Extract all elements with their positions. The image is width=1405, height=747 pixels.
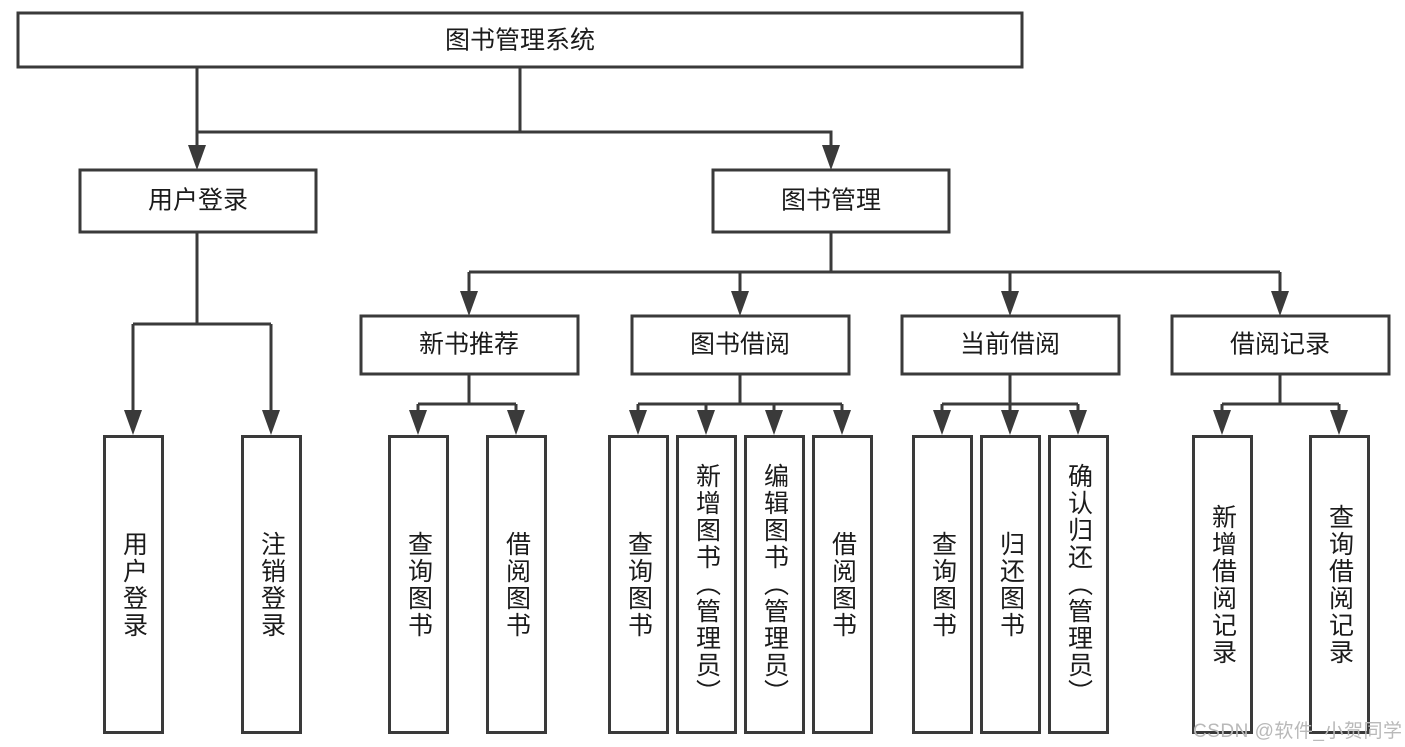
node-book-manage-label: 图书管理	[781, 187, 881, 215]
leaf-label-borrowrecord-query: 查询借阅记录	[1325, 503, 1354, 666]
leaf-label-bookborrow-query: 查询图书	[624, 530, 653, 639]
leaf-box-logout[interactable]: 注销登录	[241, 435, 302, 734]
leaf-box-borrowrecord-add[interactable]: 新增借阅记录	[1192, 435, 1253, 734]
arrow-to-currentborrow-leaf-2	[1001, 410, 1019, 435]
leaf-label-newbook-borrow: 借阅图书	[502, 530, 531, 639]
arrow-to-bookborrow-leaf-4	[833, 410, 851, 435]
arrow-to-newbook-leaf-1	[409, 410, 427, 435]
node-book-borrow[interactable]: 图书借阅	[630, 314, 851, 376]
leaf-label-bookborrow-add: 新增图书（管理员）	[692, 463, 721, 706]
leaf-label-currentborrow-return: 归还图书	[996, 530, 1025, 639]
leaf-box-newbook-borrow[interactable]: 借阅图书	[486, 435, 547, 734]
node-book-manage[interactable]: 图书管理	[711, 168, 951, 234]
node-borrow-record-label: 借阅记录	[1230, 331, 1330, 359]
node-user-login-box[interactable]	[78, 168, 318, 234]
node-current-borrow-label: 当前借阅	[960, 331, 1060, 359]
node-new-book-recommend[interactable]: 新书推荐	[359, 314, 580, 376]
arrow-to-borrow-record	[1271, 291, 1289, 316]
arrow-to-book-manage	[822, 145, 840, 170]
arrow-to-borrowrecord-leaf-1	[1213, 410, 1231, 435]
leaf-box-newbook-query[interactable]: 查询图书	[388, 435, 449, 734]
node-new-book-recommend-box[interactable]	[359, 314, 580, 376]
node-user-login[interactable]: 用户登录	[78, 168, 318, 234]
node-root-box[interactable]	[16, 11, 1024, 69]
arrow-to-leaf-logout	[262, 410, 280, 435]
arrow-to-book-borrow	[731, 291, 749, 316]
node-user-login-label: 用户登录	[148, 187, 248, 215]
arrow-to-currentborrow-leaf-1	[933, 410, 951, 435]
leaf-box-currentborrow-return[interactable]: 归还图书	[980, 435, 1041, 734]
node-book-manage-box[interactable]	[711, 168, 951, 234]
leaf-label-bookborrow-borrow: 借阅图书	[828, 530, 857, 639]
arrow-to-bookborrow-leaf-3	[765, 410, 783, 435]
leaf-box-bookborrow-add[interactable]: 新增图书（管理员）	[676, 435, 737, 734]
arrow-to-user-login	[188, 145, 206, 170]
node-borrow-record[interactable]: 借阅记录	[1170, 314, 1391, 376]
leaf-label-newbook-query: 查询图书	[404, 530, 433, 639]
node-current-borrow-box[interactable]	[900, 314, 1121, 376]
node-root[interactable]: 图书管理系统	[16, 11, 1024, 69]
leaf-label-currentborrow-query: 查询图书	[928, 530, 957, 639]
leaf-box-currentborrow-confirm[interactable]: 确认归还（管理员）	[1048, 435, 1109, 734]
arrow-to-newbook-leaf-2	[507, 410, 525, 435]
leaf-box-bookborrow-borrow[interactable]: 借阅图书	[812, 435, 873, 734]
node-new-book-recommend-label: 新书推荐	[419, 331, 519, 359]
leaf-box-bookborrow-edit[interactable]: 编辑图书（管理员）	[744, 435, 805, 734]
csdn-watermark: CSDN @软件_小贺同学	[1193, 721, 1403, 742]
leaf-label-logout: 注销登录	[257, 530, 286, 639]
node-book-borrow-box[interactable]	[630, 314, 851, 376]
connector-layer	[124, 67, 1348, 435]
connector-root-stem	[195, 67, 833, 154]
arrow-to-bookborrow-leaf-2	[697, 410, 715, 435]
leaf-label-bookborrow-edit: 编辑图书（管理员）	[760, 463, 789, 706]
node-root-label: 图书管理系统	[445, 27, 595, 55]
leaf-box-user-login[interactable]: 用户登录	[103, 435, 164, 734]
arrow-to-borrowrecord-leaf-2	[1330, 410, 1348, 435]
arrow-to-new-book-recommend	[460, 291, 478, 316]
leaf-label-currentborrow-confirm: 确认归还（管理员）	[1064, 463, 1093, 706]
leaf-box-currentborrow-query[interactable]: 查询图书	[912, 435, 973, 734]
leaf-label-user-login: 用户登录	[119, 530, 148, 639]
arrow-to-currentborrow-leaf-3	[1069, 410, 1087, 435]
arrow-to-bookborrow-leaf-1	[629, 410, 647, 435]
arrow-to-leaf-user-login	[124, 410, 142, 435]
leaf-box-bookborrow-query[interactable]: 查询图书	[608, 435, 669, 734]
leaf-box-borrowrecord-query[interactable]: 查询借阅记录	[1309, 435, 1370, 734]
node-borrow-record-box[interactable]	[1170, 314, 1391, 376]
node-book-borrow-label: 图书借阅	[690, 331, 790, 359]
node-current-borrow[interactable]: 当前借阅	[900, 314, 1121, 376]
leaf-label-borrowrecord-add: 新增借阅记录	[1208, 503, 1237, 666]
node-layer: 图书管理系统 用户登录 图书管理 新书推荐 图书借阅	[16, 11, 1391, 376]
arrow-to-current-borrow	[1001, 291, 1019, 316]
